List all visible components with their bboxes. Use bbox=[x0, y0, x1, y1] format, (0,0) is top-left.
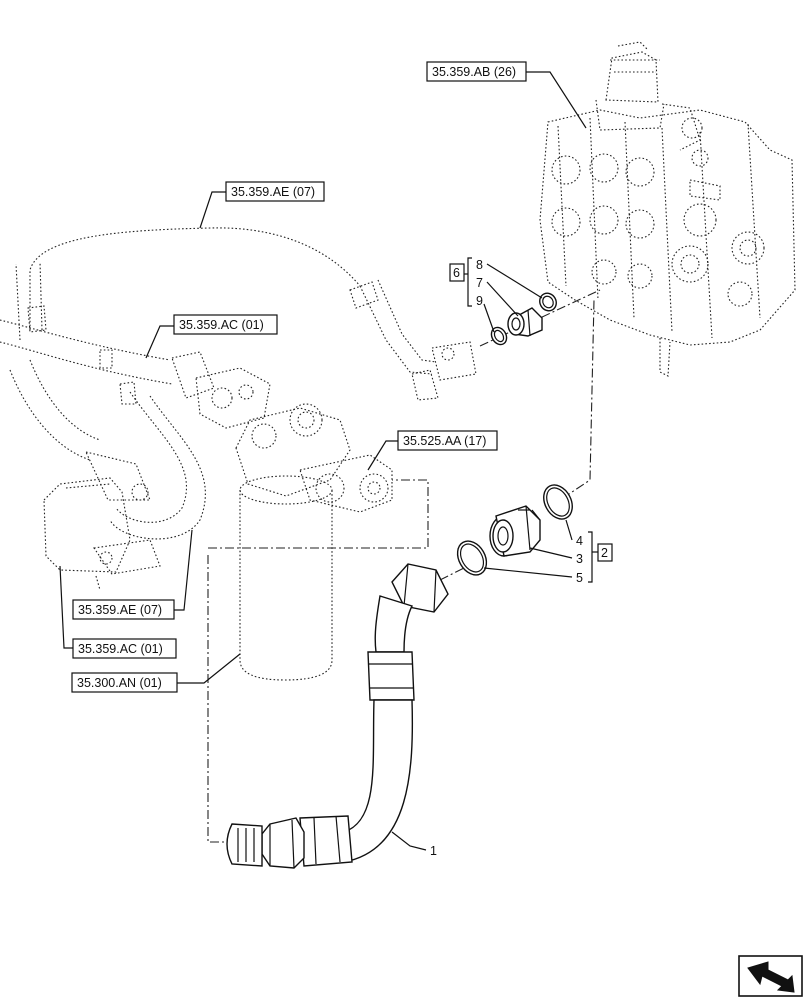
o-ring-seal-4 bbox=[543, 484, 573, 520]
item-group-2[interactable]: 2 4 3 5 bbox=[483, 519, 613, 585]
item-callout-9: 9 bbox=[476, 294, 483, 308]
ref-label-35-359-ac-01-bottom[interactable]: 35.359.AC (01) bbox=[59, 565, 177, 659]
next-page-arrow-icon[interactable] bbox=[738, 955, 803, 997]
ref-label-35-359-ab-26[interactable]: 35.359.AB (26) bbox=[426, 61, 587, 129]
ref-label-text: 35.300.AN (01) bbox=[77, 676, 162, 690]
ref-label-text: 35.359.AE (07) bbox=[78, 603, 162, 617]
item-number: 6 bbox=[453, 266, 460, 280]
ref-label-text: 35.359.AC (01) bbox=[78, 642, 163, 656]
item-callout-1[interactable]: 1 bbox=[391, 831, 437, 858]
hydraulic-filter-assembly bbox=[0, 227, 477, 681]
ref-label-35-359-ae-07-top[interactable]: 35.359.AE (07) bbox=[199, 181, 325, 229]
item-callout-4: 4 bbox=[576, 534, 583, 548]
ref-label-text: 35.359.AE (07) bbox=[231, 185, 315, 199]
ref-label-text: 35.359.AB (26) bbox=[432, 65, 516, 79]
o-ring-seal-9 bbox=[490, 326, 508, 346]
item-callout-3: 3 bbox=[576, 552, 583, 566]
o-ring-seal-5 bbox=[456, 540, 488, 576]
ref-label-text: 35.525.AA (17) bbox=[403, 434, 486, 448]
ref-label-35-359-ac-01-top[interactable]: 35.359.AC (01) bbox=[145, 314, 278, 359]
hydraulic-hose bbox=[226, 563, 449, 869]
item-number: 2 bbox=[601, 546, 608, 560]
ref-label-35-525-aa-17[interactable]: 35.525.AA (17) bbox=[367, 430, 498, 471]
o-ring-seal-8 bbox=[539, 292, 557, 312]
ref-label-35-300-an-01[interactable]: 35.300.AN (01) bbox=[71, 653, 241, 693]
adapter-fitting bbox=[489, 505, 541, 557]
item-group-6[interactable]: 6 8 7 9 bbox=[449, 257, 543, 333]
small-adapter-fitting bbox=[507, 307, 543, 337]
item-callout-8: 8 bbox=[476, 258, 483, 272]
control-valve-assembly bbox=[539, 41, 796, 377]
ref-label-35-359-ae-07-bottom[interactable]: 35.359.AE (07) bbox=[72, 529, 193, 620]
item-number: 1 bbox=[430, 844, 437, 858]
item-callout-7: 7 bbox=[476, 276, 483, 290]
item-callout-5: 5 bbox=[576, 571, 583, 585]
ref-label-text: 35.359.AC (01) bbox=[179, 318, 264, 332]
